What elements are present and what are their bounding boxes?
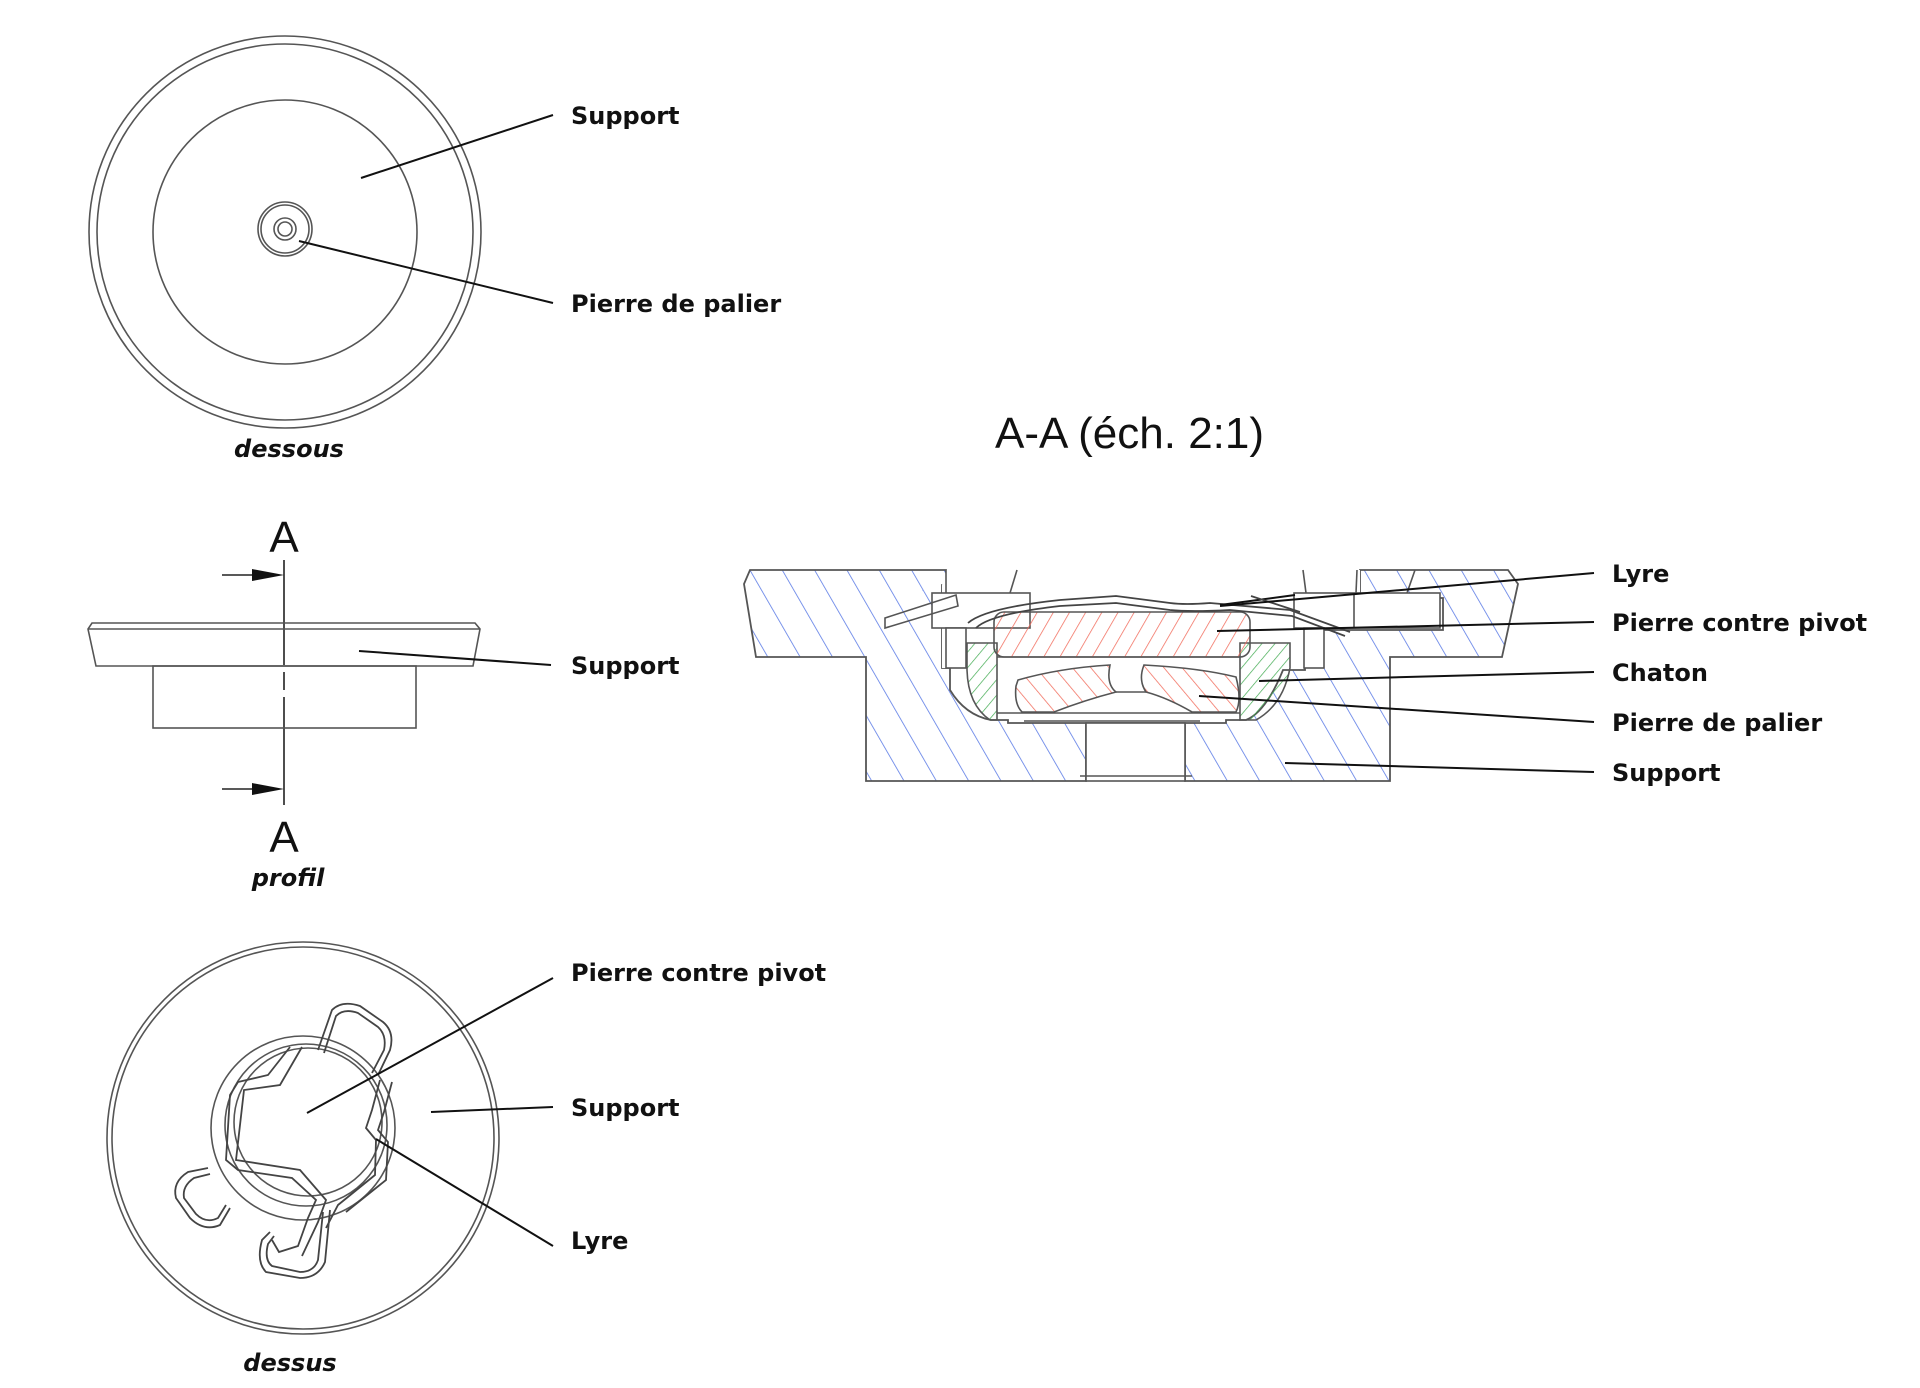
arrow-head-bottom-icon — [252, 783, 284, 795]
support-outer-rim-inner — [96, 43, 474, 421]
label-pierre-contre-pivot: Pierre contre pivot — [1612, 609, 1867, 637]
view-section-aa: A-A (éch. 2:1) — [743, 409, 1867, 787]
label-support-profil: Support — [571, 652, 680, 680]
chaton-ring-outer — [210, 1035, 396, 1221]
label-lyre-dessus: Lyre — [571, 1227, 628, 1255]
label-support-dessus: Support — [571, 1094, 680, 1122]
chaton-left — [966, 642, 998, 721]
label-pierre-contre-pivot-dessus: Pierre contre pivot — [571, 959, 826, 987]
section-title: A-A (éch. 2:1) — [995, 409, 1264, 458]
pierre-contre-pivot-section — [993, 611, 1251, 658]
leader-pierre-de-palier — [298, 240, 554, 304]
label-support-section: Support — [1612, 759, 1721, 787]
leader-support-profil — [358, 650, 552, 666]
lug-edge-right-1 — [1302, 569, 1307, 594]
support-boss-profile — [152, 665, 417, 729]
pierre-de-palier-right — [1140, 664, 1240, 713]
support-outer-rim-top — [106, 941, 500, 1335]
leader-pierre-de-palier — [1198, 695, 1595, 723]
lug-slot-left — [884, 593, 959, 630]
cap-jewel — [233, 1047, 383, 1197]
label-lyre: Lyre — [1612, 560, 1669, 588]
jewel-outer-2 — [260, 204, 310, 254]
support-boss — [152, 99, 418, 365]
view-dessous: Support Pierre de palier dessous — [88, 35, 781, 463]
leader-lyre — [1219, 572, 1595, 607]
section-marker-bottom: A — [269, 813, 299, 862]
view-profil: A Support A profil — [87, 513, 680, 892]
jewel-hole-outer — [273, 217, 297, 241]
label-chaton: Chaton — [1612, 659, 1708, 687]
jewel-hole-inner — [277, 221, 293, 237]
label-support: Support — [571, 102, 680, 130]
leader-pierre-contre-pivot — [1216, 621, 1595, 632]
caption-dessous: dessous — [234, 435, 344, 463]
lyre-cross-2 — [1250, 595, 1301, 613]
lyre-cross-1 — [1219, 594, 1296, 606]
leader-lyre-dessus — [375, 1138, 554, 1247]
leader-chaton — [1258, 671, 1595, 682]
lyre-arm-section-inner — [975, 602, 1346, 637]
bottom-hole — [1085, 722, 1186, 782]
label-pierre-de-palier: Pierre de palier — [1612, 709, 1822, 737]
leader-support-dessus — [430, 1106, 554, 1113]
support-outer-rim — [88, 35, 482, 429]
jewel-outer — [257, 201, 313, 257]
view-dessus: Pierre contre pivot Support Lyre dessus — [106, 941, 826, 1377]
lyre-arm-section — [967, 595, 1351, 633]
pierre-de-palier-left — [1014, 664, 1118, 713]
caption-dessus: dessus — [243, 1349, 336, 1377]
lug-taper-left — [1009, 569, 1018, 594]
label-pierre-de-palier: Pierre de palier — [571, 290, 781, 318]
section-marker-top: A — [269, 513, 299, 562]
arrow-head-top-icon — [252, 569, 284, 581]
leader-support — [1284, 762, 1595, 773]
caption-profil: profil — [251, 864, 325, 892]
support-outer-rim-top-inner — [111, 946, 495, 1330]
lug-edge-right-2 — [1355, 569, 1358, 594]
lug-stem-right — [1303, 627, 1325, 669]
lug-stem-left — [945, 627, 967, 669]
lyre-spring — [174, 1002, 393, 1279]
chaton-ring-inner — [224, 1043, 388, 1207]
leader-support — [360, 114, 554, 179]
leader-pierre-contre-pivot-dessus — [306, 977, 554, 1114]
